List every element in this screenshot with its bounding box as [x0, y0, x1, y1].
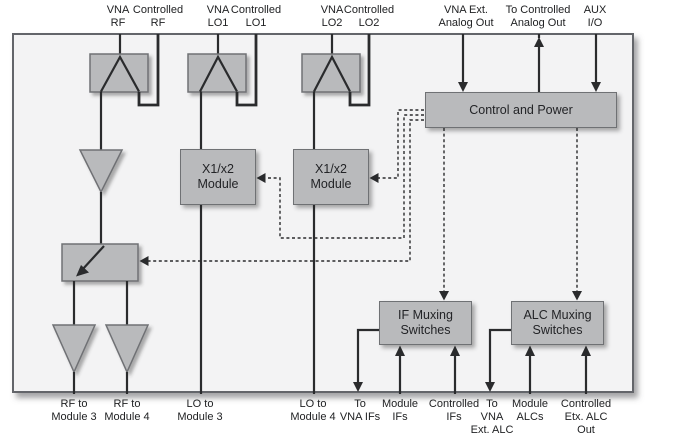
- label-lo-to-module4: LO to Module 4: [290, 398, 336, 423]
- label-controlled-lo1: Controlled LO1: [230, 4, 282, 29]
- label-module-alcs: Module ALCs: [511, 398, 549, 423]
- control-line-to-right-x1x2: [369, 109, 424, 183]
- label-controlled-lo2: Controlled LO2: [343, 4, 395, 29]
- label-vna-lo1: VNA LO1: [206, 4, 230, 29]
- label-to-controlled-analog-out: To Controlled Analog Out: [505, 4, 571, 29]
- vna-ext-analog-arrow: [458, 34, 468, 92]
- controlled-etx-alc-arrow: [581, 345, 591, 394]
- aux-io-arrow: [591, 34, 601, 92]
- control-line-to-alc-mux: [572, 128, 582, 301]
- to-controlled-analog-arrow: [534, 34, 544, 92]
- to-vna-ext-alc-arrow: [485, 328, 511, 392]
- switch-arm-icon: [76, 245, 105, 277]
- rf-transfer-switch: [61, 243, 139, 282]
- controlled-rf-hook: [137, 34, 160, 107]
- label-to-vna-ext-alc: To VNA Ext. ALC: [470, 398, 514, 436]
- controlled-lo1-hook: [235, 34, 258, 107]
- spdt-switch-icon: [313, 54, 351, 93]
- label-vna-lo2: VNA LO2: [320, 4, 344, 29]
- module-alcs-arrow: [525, 345, 535, 394]
- label-controlled-etx-alc-out: Controlled Etx. ALC Out: [560, 398, 612, 436]
- to-vna-ifs-arrow: [353, 328, 379, 392]
- label-aux-io: AUX I/O: [583, 4, 607, 29]
- label-vna-ext-analog-out: VNA Ext. Analog Out: [438, 4, 494, 29]
- lo1-input-switch: [187, 34, 258, 107]
- control-and-power-block: Control and Power: [425, 92, 617, 128]
- control-line-to-left-x1x2: [256, 114, 424, 239]
- spdt-switch-icon: [199, 54, 238, 93]
- rf-input-switch: [89, 34, 160, 107]
- control-line-to-rf-switch: [139, 119, 424, 266]
- control-line-to-if-mux: [439, 128, 449, 301]
- amplifier-icon: [104, 324, 150, 374]
- alc-muxing-switches-block: ALC Muxing Switches: [511, 301, 604, 345]
- module-ifs-arrow: [395, 345, 405, 394]
- label-controlled-rf: Controlled RF: [132, 4, 184, 29]
- label-rf-to-module4: RF to Module 4: [104, 398, 150, 423]
- controlled-lo2-hook: [348, 34, 371, 107]
- controlled-ifs-arrow: [450, 345, 460, 394]
- x1x2-module-right-block: X1/x2 Module: [293, 149, 369, 205]
- label-module-ifs: Module IFs: [381, 398, 419, 423]
- label-lo-to-module3: LO to Module 3: [177, 398, 223, 423]
- label-controlled-ifs: Controlled IFs: [428, 398, 480, 423]
- amplifier-icon: [51, 324, 97, 374]
- label-to-vna-ifs: To VNA IFs: [339, 398, 381, 423]
- x1x2-module-left-block: X1/x2 Module: [180, 149, 256, 205]
- amplifier-icon: [78, 149, 124, 194]
- if-muxing-switches-block: IF Muxing Switches: [379, 301, 472, 345]
- label-rf-to-module3: RF to Module 3: [51, 398, 97, 423]
- label-vna-rf: VNA RF: [106, 4, 130, 29]
- spdt-switch-icon: [100, 54, 140, 93]
- lo2-input-switch: [301, 34, 371, 107]
